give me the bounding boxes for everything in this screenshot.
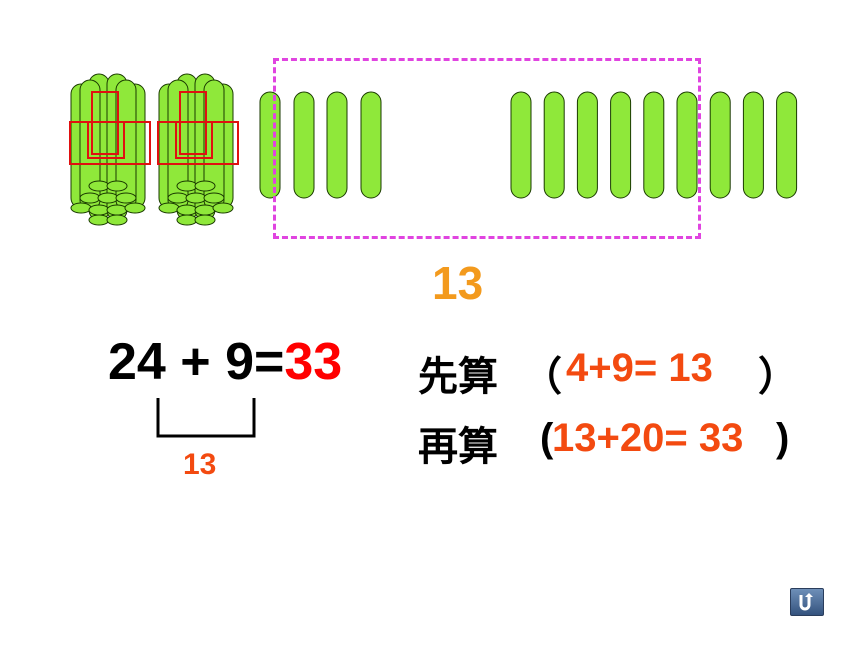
loose-stick-left-3 [326,91,348,199]
loose-stick-right-9 [776,91,798,199]
loose-stick-right-1 [510,91,532,199]
step-first-label: 先算 [418,354,498,400]
return-button[interactable] [790,588,824,616]
equation: 24 + 9=33 [108,332,342,392]
loose-stick-right-5 [643,91,665,199]
loose-stick-left-4 [360,91,382,199]
step-then-open-paren: ( [540,416,554,460]
step-then-label: 再算 [418,424,498,470]
stick-bundle-2 [154,70,239,230]
loose-sticks [259,91,798,199]
stick-bundle-1 [66,70,151,230]
equation-expression: 24 + 9= [108,333,285,391]
equation-result: 33 [284,333,343,391]
loose-stick-right-7 [709,91,731,199]
loose-stick-right-3 [576,91,598,199]
grouping-bracket [156,398,256,438]
group-highlight-box [273,58,701,239]
step-first: 先算 （ 4+9= 13 ） [418,344,798,402]
loose-stick-right-2 [543,91,565,199]
step-then: 再算 ( 13+20= 33 ) [418,414,798,472]
step-first-open-paren: （ [522,354,562,400]
bracket-label: 13 [183,448,217,481]
group-count-label: 13 [432,257,484,309]
step-first-value: 4+9= 13 [566,346,713,390]
step-first-close-paren: ） [758,354,798,400]
step-then-value: 13+20= 33 [552,416,744,460]
loose-stick-right-6 [676,91,698,199]
loose-stick-right-4 [610,91,632,199]
loose-stick-left-2 [293,91,315,199]
loose-stick-right-8 [742,91,764,199]
return-arrow-icon [799,593,813,611]
step-then-close-paren: ) [776,416,790,460]
